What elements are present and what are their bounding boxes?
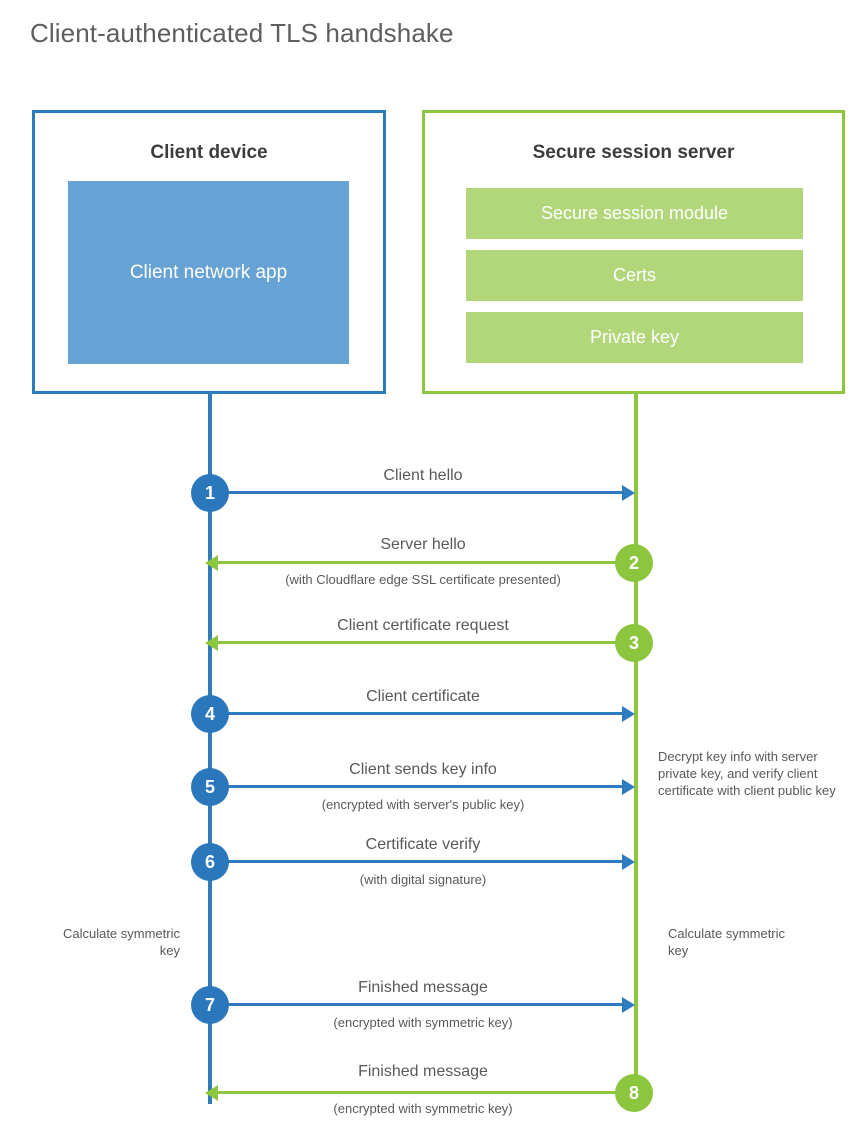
- step-6-arrow-head-icon: [622, 854, 635, 870]
- step-4-badge: 4: [191, 695, 229, 733]
- step-6-label: Certificate verify: [365, 836, 481, 853]
- step-8-arrow-line: [218, 1091, 636, 1094]
- step-4-arrow-line: [210, 712, 628, 715]
- step-1-arrow-head-icon: [622, 485, 635, 501]
- step-4-arrow-head-icon: [622, 706, 635, 722]
- server-decrypt-note: Decrypt key info with server private key…: [658, 749, 836, 799]
- step-7-arrow-line: [210, 1003, 628, 1006]
- step-5-sublabel: (encrypted with server's public key): [321, 797, 525, 812]
- secure-session-server-box: Secure session server Secure session mod…: [422, 110, 845, 394]
- server-component-private-key: Private key: [466, 312, 803, 363]
- client-device-box: Client device Client network app: [32, 110, 386, 394]
- step-5-badge: 5: [191, 768, 229, 806]
- step-1-label: Client hello: [383, 467, 463, 484]
- step-8-label: Finished message: [358, 1063, 488, 1080]
- server-calculate-symmetric-key-note: Calculate symmetric key: [668, 926, 786, 959]
- step-8-sublabel: (encrypted with symmetric key): [333, 1101, 513, 1116]
- step-7-arrow-head-icon: [622, 997, 635, 1013]
- step-3-badge: 3: [615, 624, 653, 662]
- step-2-sublabel: (with Cloudflare edge SSL certificate pr…: [285, 572, 561, 587]
- server-component-secure-session-module: Secure session module: [466, 188, 803, 239]
- step-4-label: Client certificate: [366, 688, 480, 705]
- step-1-arrow-line: [210, 491, 628, 494]
- step-5-arrow-line: [210, 785, 628, 788]
- step-7-sublabel: (encrypted with symmetric key): [333, 1015, 513, 1030]
- client-network-app-block: Client network app: [68, 181, 349, 364]
- step-6-arrow-line: [210, 860, 628, 863]
- client-device-title: Client device: [150, 142, 268, 163]
- step-8-arrow-head-icon: [205, 1085, 218, 1101]
- server-lifeline: [634, 392, 638, 1096]
- client-calculate-symmetric-key-note: Calculate symmetric key: [62, 926, 180, 959]
- step-5-label: Client sends key info: [349, 761, 497, 778]
- page-title: Client-authenticated TLS handshake: [30, 18, 454, 48]
- secure-session-server-title: Secure session server: [532, 142, 735, 163]
- client-lifeline: [208, 392, 212, 1104]
- step-7-label: Finished message: [358, 979, 488, 996]
- step-3-arrow-head-icon: [205, 635, 218, 651]
- step-3-label: Client certificate request: [337, 617, 509, 634]
- server-component-certs: Certs: [466, 250, 803, 301]
- step-5-arrow-head-icon: [622, 779, 635, 795]
- step-7-badge: 7: [191, 986, 229, 1024]
- step-1-badge: 1: [191, 474, 229, 512]
- step-2-label: Server hello: [380, 536, 466, 553]
- step-2-arrow-head-icon: [205, 555, 218, 571]
- step-6-badge: 6: [191, 843, 229, 881]
- step-2-arrow-line: [218, 561, 636, 564]
- step-3-arrow-line: [218, 641, 636, 644]
- step-6-sublabel: (with digital signature): [359, 872, 487, 887]
- step-8-badge: 8: [615, 1074, 653, 1112]
- step-2-badge: 2: [615, 544, 653, 582]
